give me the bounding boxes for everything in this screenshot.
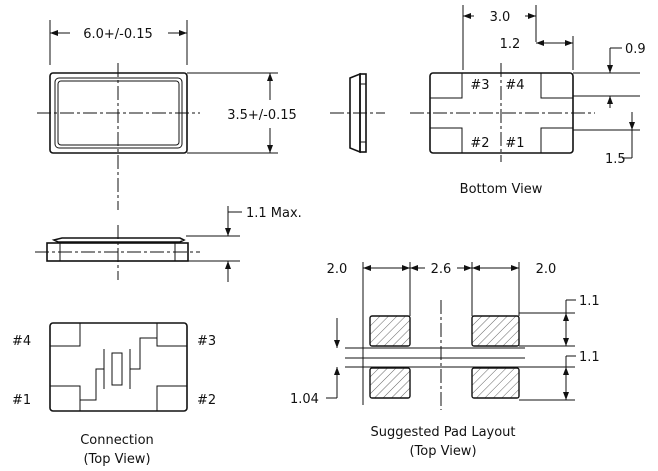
pad-dim-right: 2.0 [536,262,557,277]
side-view: 1.1 Max. [35,206,302,282]
bottom-pad-4-label: #4 [505,78,524,93]
bottom-pad-width-label: 1.2 [500,37,521,52]
bottom-pad-3-label: #3 [470,78,489,93]
pad-top-left [369,315,411,347]
pad-dim-gap: 1.04 [290,392,319,407]
side-view-height-label: 1.1 Max. [246,206,302,221]
bottom-pitch-label: 3.0 [490,10,511,25]
pad-layout-title: Suggested Pad Layout [370,425,515,440]
connection-diagram: #4 #3 #1 #2 Connection (Top View) [12,322,216,467]
pad-dim-center: 2.6 [431,262,452,277]
bottom-pad-height-label: 0.9 [625,42,646,57]
connection-pin-1-label: #1 [12,393,31,408]
bottom-view: #3 #4 #2 #1 3.0 1.2 0.9 1.5 Botto [410,5,646,197]
bottom-pad-gap-label: 1.5 [605,152,626,167]
top-view: 6.0+/-0.15 3.5+/-0.15 [37,20,297,210]
pad-dim-top-height: 1.1 [579,294,600,309]
pad-dim-bottom-height: 1.1 [579,350,600,365]
pad-layout: 2.0 2.6 2.0 1.1 1.1 1.04 Suggested Pad L… [290,262,600,459]
pad-top-right [471,315,520,347]
bottom-pad-2-label: #2 [470,136,489,151]
top-view-height-label: 3.5+/-0.15 [227,108,297,123]
top-view-width-label: 6.0+/-0.15 [83,27,153,42]
pad-bottom-left [369,367,411,399]
pad-bottom-right [471,367,520,399]
connection-title: Connection [80,433,154,448]
connection-pin-4-label: #4 [12,334,31,349]
connection-pin-3-label: #3 [197,334,216,349]
pad-layout-subtitle: (Top View) [409,444,476,459]
connection-pin-2-label: #2 [197,393,216,408]
bottom-pad-1-label: #1 [505,136,524,151]
bottom-view-title: Bottom View [460,182,543,197]
pad-dim-left: 2.0 [327,262,348,277]
side-view-profile [330,72,385,154]
connection-subtitle: (Top View) [83,452,150,467]
